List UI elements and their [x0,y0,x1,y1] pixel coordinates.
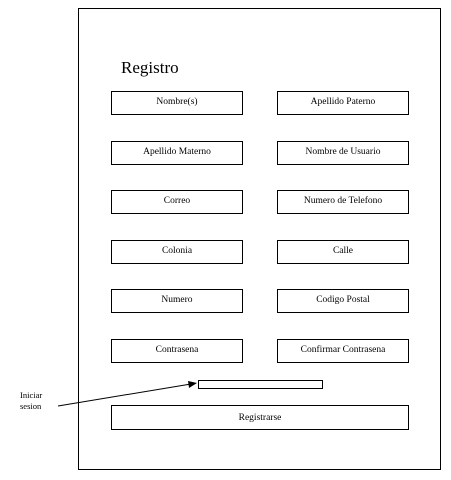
page-title: Registro [121,58,179,77]
numero-telefono-field[interactable]: Numero de Telefono [277,190,409,214]
nombre-usuario-field[interactable]: Nombre de Usuario [277,141,409,165]
codigo-postal-field[interactable]: Codigo Postal [277,289,409,313]
colonia-field[interactable]: Colonia [111,240,243,264]
annotation-line-1: Iniciar [20,390,43,400]
apellido-paterno-field[interactable]: Apellido Paterno [277,91,409,115]
registrarse-button[interactable]: Registrarse [111,405,409,430]
correo-field[interactable]: Correo [111,190,243,214]
calle-field[interactable]: Calle [277,240,409,264]
annotation-line-2: sesion [20,401,42,411]
numero-field[interactable]: Numero [111,289,243,313]
nombres-field[interactable]: Nombre(s) [111,91,243,115]
contrasena-field[interactable]: Contrasena [111,339,243,363]
confirmar-contrasena-field[interactable]: Confirmar Contrasena [277,339,409,363]
annotation-label: Iniciar sesion [20,390,42,412]
apellido-materno-field[interactable]: Apellido Materno [111,141,243,165]
iniciar-sesion-link[interactable] [198,380,323,389]
